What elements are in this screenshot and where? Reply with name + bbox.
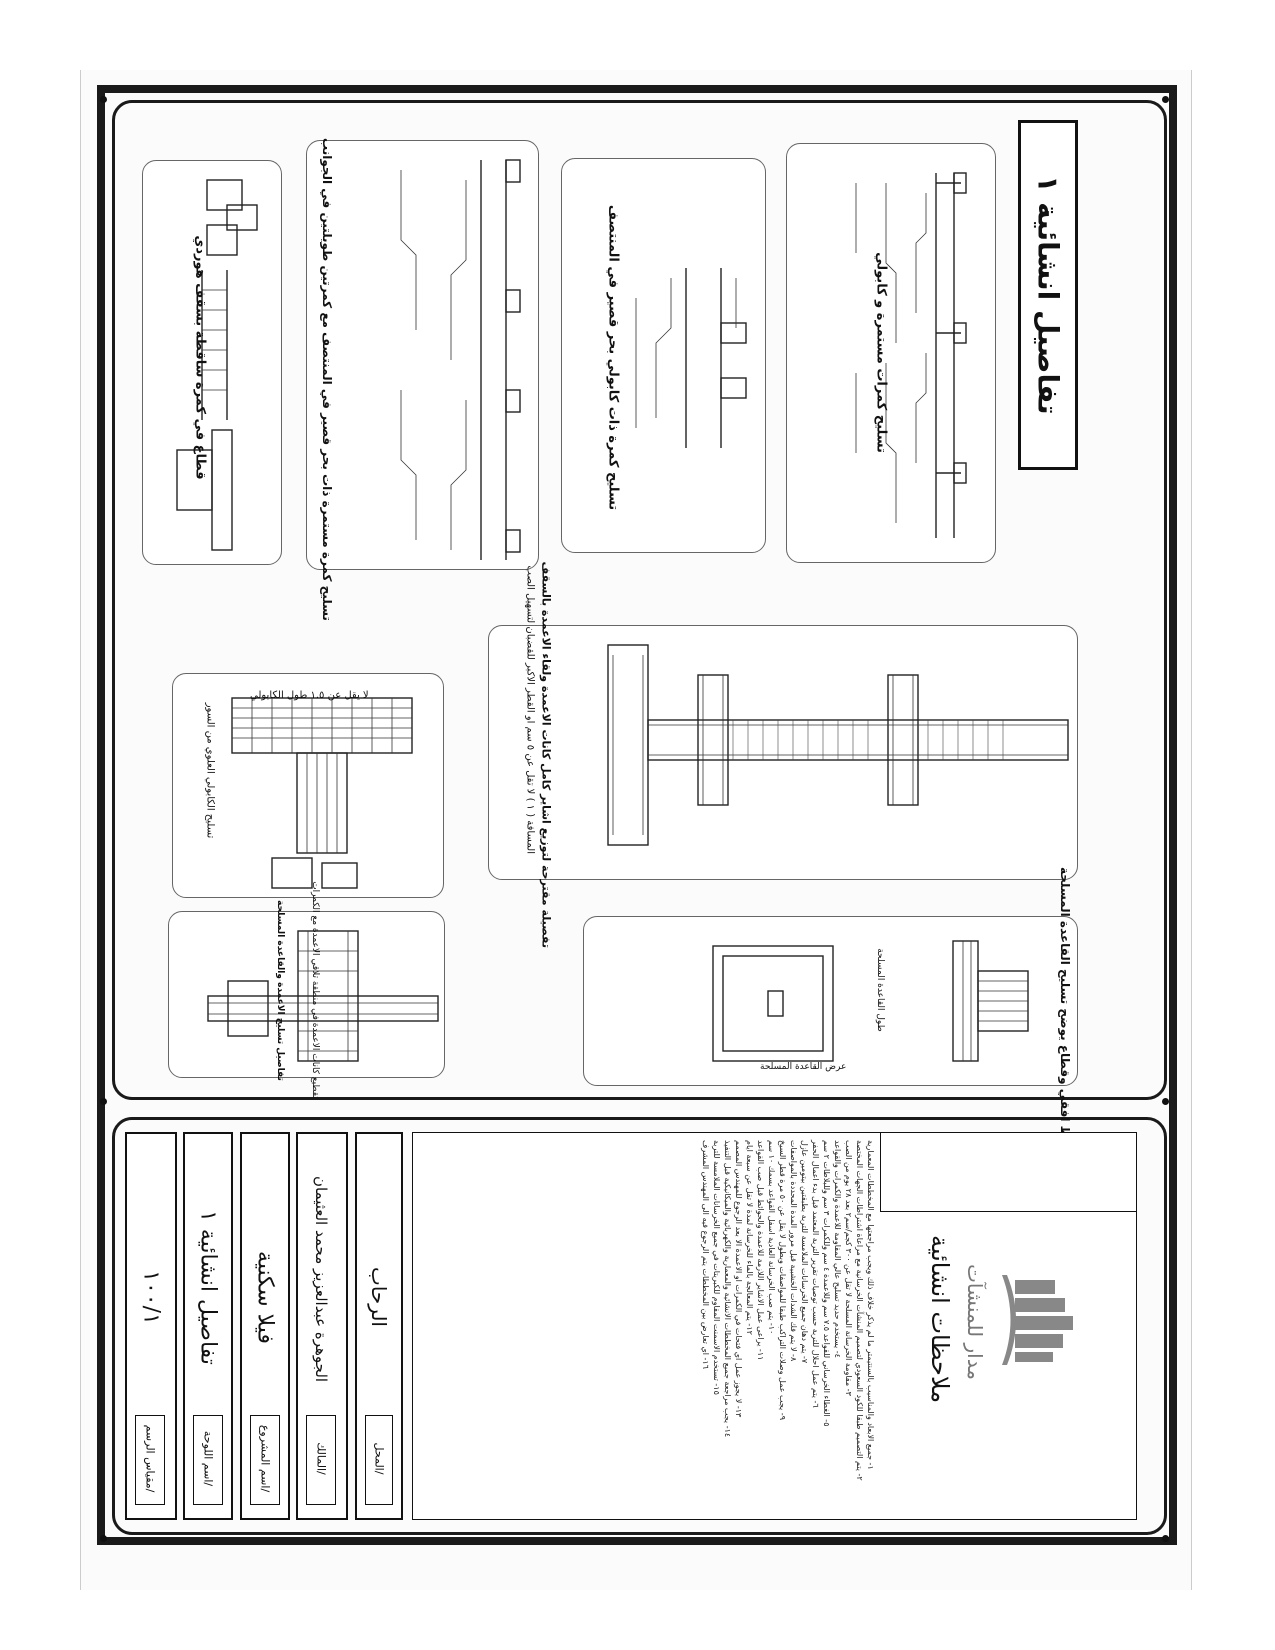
column-footing-caption: تفاصيل تسليح الاعمدة والقاعدة المسلحة <box>275 900 285 1081</box>
frame-dot <box>100 1098 107 1105</box>
frame-dot <box>100 1535 107 1542</box>
scale-label-box <box>135 1415 165 1505</box>
hordi-drawing <box>176 179 258 551</box>
note-line: ٤- يستخدم حديد تسليح عالي المقاومة للاعم… <box>833 1140 842 1358</box>
footing-caption: مسقط افقي وقطاع يوضح تسليح القاعدة المسل… <box>1058 867 1072 1167</box>
owner-label-box <box>306 1415 336 1505</box>
beams-cantilever-caption: تسليح كمرات مستمرة و كابولي <box>873 252 889 453</box>
project-label-box <box>250 1415 280 1505</box>
note-line: ٢- يتم التصميم طبقا للكود السعودي لتصميم… <box>855 1140 864 1481</box>
beam-short-span-drawing <box>635 268 747 448</box>
column-beam-drawing <box>607 644 1069 846</box>
column-beam-note: المسافة ( ١ ) لا تقل عن ٥ سم او القطر ال… <box>524 565 536 855</box>
scale-value: ١٠٠/١ <box>138 1270 164 1325</box>
note-line: ٧- يتم دهان جميع الخرسانات الملامسة للتر… <box>800 1140 809 1364</box>
note-line: ١- جميع الابعاد والمناسيب بالسنتيمتر ما … <box>866 1140 875 1470</box>
notes-title-box <box>880 1132 1137 1212</box>
note-line: ١٢- يتم المعالجة بالماء للخرسانة لمدة لا… <box>745 1140 754 1335</box>
beams-cantilever-drawing <box>855 172 967 538</box>
location-label-box <box>365 1415 393 1505</box>
note-line: ٦- يتم عمل احلال للتربة حسب توصيات تقرير… <box>811 1140 820 1408</box>
frame-dot <box>1162 1535 1169 1542</box>
note-line: ٣- مقاومة الخرسانة المسلحة لا تقل عن ٣٠٠… <box>844 1140 853 1396</box>
column-footing-note: تقطيع كانات الاعمدة في منطقة تلاقي الاعم… <box>310 881 320 1099</box>
note-line: ٨- لا يتم فك الشدات الخشبية قبل مرور الم… <box>789 1140 798 1362</box>
continuous-beam-drawing <box>400 159 521 560</box>
note-line: ١٦- اي تعارض بين المخططات يتم الرجوع فيه… <box>701 1140 710 1369</box>
sheet-name-value: تفاصيل انشائية ١ <box>195 1210 221 1365</box>
footing-width-label: عرض القاعدة المسلحة <box>760 1062 847 1072</box>
notes-column: ١- جميع الابعاد والمناسيب بالسنتيمتر ما … <box>436 1140 876 1510</box>
footing-length-label: طول القاعدة المسلحة <box>875 948 885 1032</box>
continuous-beam-panel <box>306 140 539 570</box>
location-label: المحل/ <box>372 1442 386 1475</box>
cantilever-slab-label: تسليح الكابولي العلوي من السور <box>204 702 216 839</box>
frame-dot <box>100 96 107 103</box>
logo-text: مدار للمنشآت <box>963 1264 987 1380</box>
note-line: ٩- يجب عمل وصلات التراكب طبقا للمواصفات … <box>778 1140 787 1420</box>
note-line: ١٥- تستخدم الاسمنت المقاوم للكبريتات في … <box>712 1140 721 1395</box>
column-footing-drawing <box>207 930 439 1062</box>
cantilever-slab-caption: لا يقل عن ١.٥ طول الكابولي <box>250 690 369 701</box>
location-value: الرحاب <box>367 1267 391 1327</box>
owner-value: الجوهرة عبدالعزيز محمد العثيمان <box>312 1175 330 1383</box>
column-footing-panel <box>168 911 445 1078</box>
sheet-name-label-box <box>193 1415 223 1505</box>
notes-title: ملاحظات انشائية <box>926 1234 954 1404</box>
beam-short-span-caption: تسليح كمرة ذات كابولي بحر قصير في المنتص… <box>605 204 621 511</box>
frame-dot <box>1162 1098 1169 1105</box>
sheet-name-label: اسم اللوحة/ <box>201 1430 215 1487</box>
company-logo-icon <box>1002 1275 1073 1365</box>
column-beam-caption: تفصيلة مقترحة لتوزيع اشاير كامل كانات ال… <box>539 561 553 948</box>
cantilever-slab-drawing <box>231 697 413 889</box>
project-value: فيلا سكنية <box>252 1251 278 1344</box>
project-label: اسم المشروع/ <box>258 1424 272 1493</box>
note-line: ١٠- يتم صب الخرسانة العادية اسفل القواعد… <box>767 1140 776 1335</box>
scale-label: مقياس الرسم/ <box>143 1424 157 1493</box>
frame-dot <box>1162 96 1169 103</box>
drawing-area <box>112 100 1167 1100</box>
column-beam-panel <box>488 625 1078 880</box>
sheet-frame <box>97 85 1177 1545</box>
note-line: ١٤- يجب مراجعة جميع المخططات الانشائية و… <box>723 1140 732 1438</box>
hordi-caption: قطاع في كمرة ساقطة بسقف هوردي <box>192 235 208 480</box>
owner-label: المالك/ <box>314 1442 328 1475</box>
main-title-box <box>1018 120 1078 470</box>
note-line: ١١- يراعى عمل الاشاير اللازمة للاعمدة وا… <box>756 1140 765 1361</box>
continuous-beam-caption: تسليح كمرة مستمرة ذات بحر قصير في المنتص… <box>320 138 334 621</box>
footing-drawing <box>712 940 1029 1062</box>
note-line: ١٣- لا يجوز عمل اي فتحات في الكمرات او ا… <box>734 1140 743 1418</box>
beams-cantilever-panel <box>786 143 996 563</box>
main-title: تفاصيل انشائية ١ <box>1031 175 1065 415</box>
note-line: ٥- الغطاء الخرساني للقواعد ٧.٥ سم وللاعم… <box>822 1140 831 1427</box>
cantilever-slab-panel <box>172 673 444 898</box>
title-block <box>112 1117 1167 1535</box>
beam-short-span-panel <box>561 158 766 553</box>
